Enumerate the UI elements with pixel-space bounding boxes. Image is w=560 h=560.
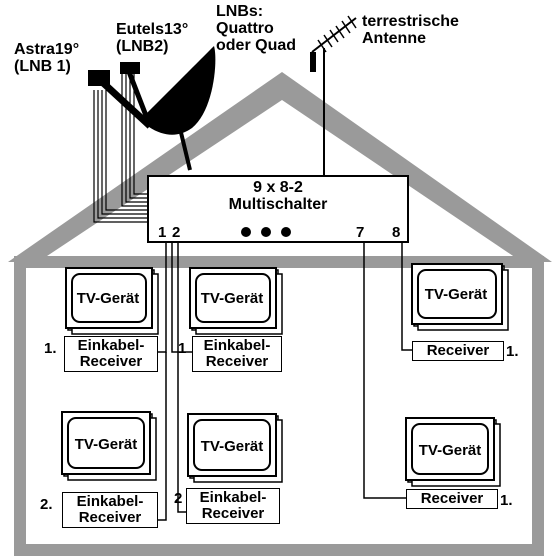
einkabel-receiver-1: Einkabel- Receiver xyxy=(64,336,158,372)
lnb-cable-bundle xyxy=(93,70,148,223)
einkabel-receiver-4: Einkabel- Receiver xyxy=(62,492,158,528)
port-2-label: 2 xyxy=(172,224,181,241)
tv-label-3: TV-Gerät xyxy=(424,286,488,303)
port-7-label: 7 xyxy=(356,224,365,241)
eutels-label: Eutels13° (LNB2) xyxy=(116,21,189,55)
tv-label-2: TV-Gerät xyxy=(200,290,264,307)
output-cables xyxy=(158,242,414,521)
house-walls xyxy=(14,256,544,556)
tv-label-4: TV-Gerät xyxy=(74,436,138,453)
receiver-number-3: 1. xyxy=(506,343,519,360)
einkabel-receiver-2: Einkabel- Receiver xyxy=(192,336,282,372)
multiswitch-dots xyxy=(241,227,291,237)
terrestrial-antenna-icon xyxy=(310,15,357,178)
port-1-label: 1 xyxy=(158,224,167,241)
einkabel-receiver-5: Einkabel- Receiver xyxy=(186,488,280,524)
astra-label: Astra19° (LNB 1) xyxy=(14,41,80,75)
receiver-3: Receiver xyxy=(412,341,504,361)
receiver-number-2: 1 xyxy=(178,340,187,357)
receiver-number-5: 2 xyxy=(174,490,183,507)
receiver-number-6: 1. xyxy=(500,492,513,509)
tv-frames xyxy=(61,263,509,487)
multiswitch-box xyxy=(147,175,409,243)
port-8-label: 8 xyxy=(392,224,401,241)
receiver-6: Receiver xyxy=(406,489,498,509)
house-roof xyxy=(8,72,552,262)
satellite-dish-icon xyxy=(88,46,216,171)
tv-label-6: TV-Gerät xyxy=(418,442,482,459)
terrestrial-label: terrestrische Antenne xyxy=(362,13,459,47)
tv-label-5: TV-Gerät xyxy=(200,438,264,455)
receiver-number-4: 2. xyxy=(40,496,53,513)
tv-label-1: TV-Gerät xyxy=(76,290,140,307)
multiswitch-label: 9 x 8-2 Multischalter xyxy=(228,179,328,213)
lnbs-label: LNBs: Quattro oder Quad xyxy=(216,3,297,54)
receiver-number-1: 1. xyxy=(44,340,57,357)
